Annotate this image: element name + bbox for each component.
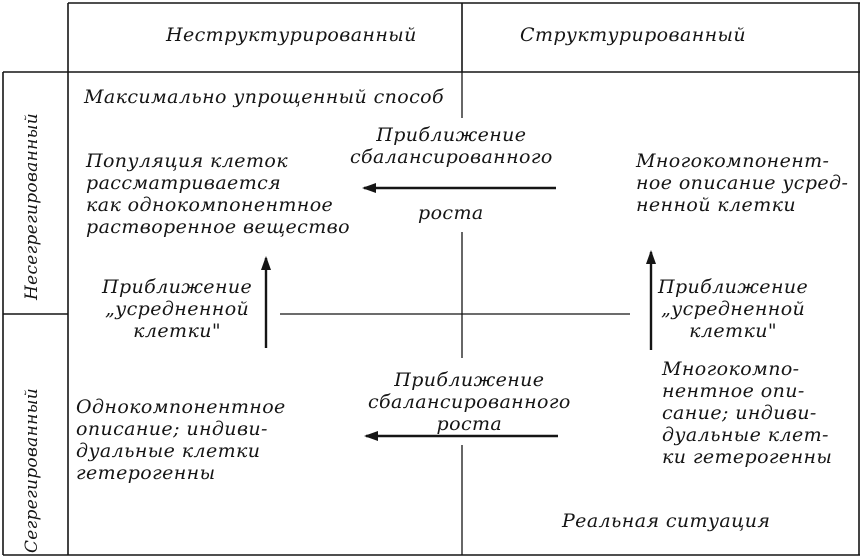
bottom-left-text: Однокомпонентное описание; индиви- дуаль… bbox=[76, 396, 286, 484]
top-right-text: Многокомпонент- ное описание усред- ненн… bbox=[636, 150, 849, 216]
top-arrow-label-b: роста bbox=[418, 202, 484, 224]
right-arrow-label: Приближение „усредненной клетки" bbox=[658, 276, 809, 342]
row-header-segregated: Сегрегированный bbox=[22, 388, 42, 553]
bottom-arrow-label: Приближение сбалансированного роста bbox=[368, 369, 571, 435]
row-header-nonsegregated: Несегрегированный bbox=[22, 113, 42, 300]
left-arrow-label: Приближение „усредненной клетки" bbox=[102, 276, 253, 342]
column-header-unstructured: Неструктурированный bbox=[166, 24, 417, 46]
top-left-text: Популяция клеток рассматривается как одн… bbox=[86, 150, 350, 238]
bottom-right-caption: Реальная ситуация bbox=[562, 510, 771, 532]
column-header-structured: Структурированный bbox=[520, 24, 747, 46]
bottom-right-text: Многокомпо- нентное опи- сание; индиви- … bbox=[662, 358, 833, 468]
top-left-caption: Максимально упрощенный способ bbox=[84, 86, 445, 108]
top-arrow-label-a: Приближение сбалансированного bbox=[350, 124, 553, 168]
